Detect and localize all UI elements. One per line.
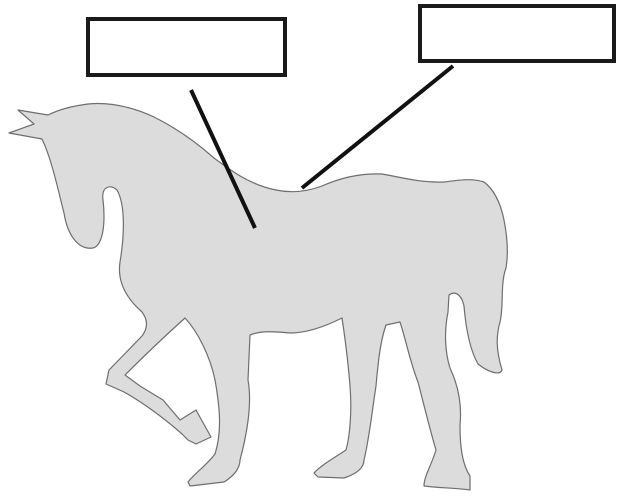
pointer-line-right — [300, 64, 455, 190]
label-box-right[interactable] — [418, 4, 616, 63]
horse-silhouette — [8, 102, 508, 491]
label-box-left[interactable] — [86, 17, 287, 77]
pointer-line-left — [189, 89, 257, 229]
